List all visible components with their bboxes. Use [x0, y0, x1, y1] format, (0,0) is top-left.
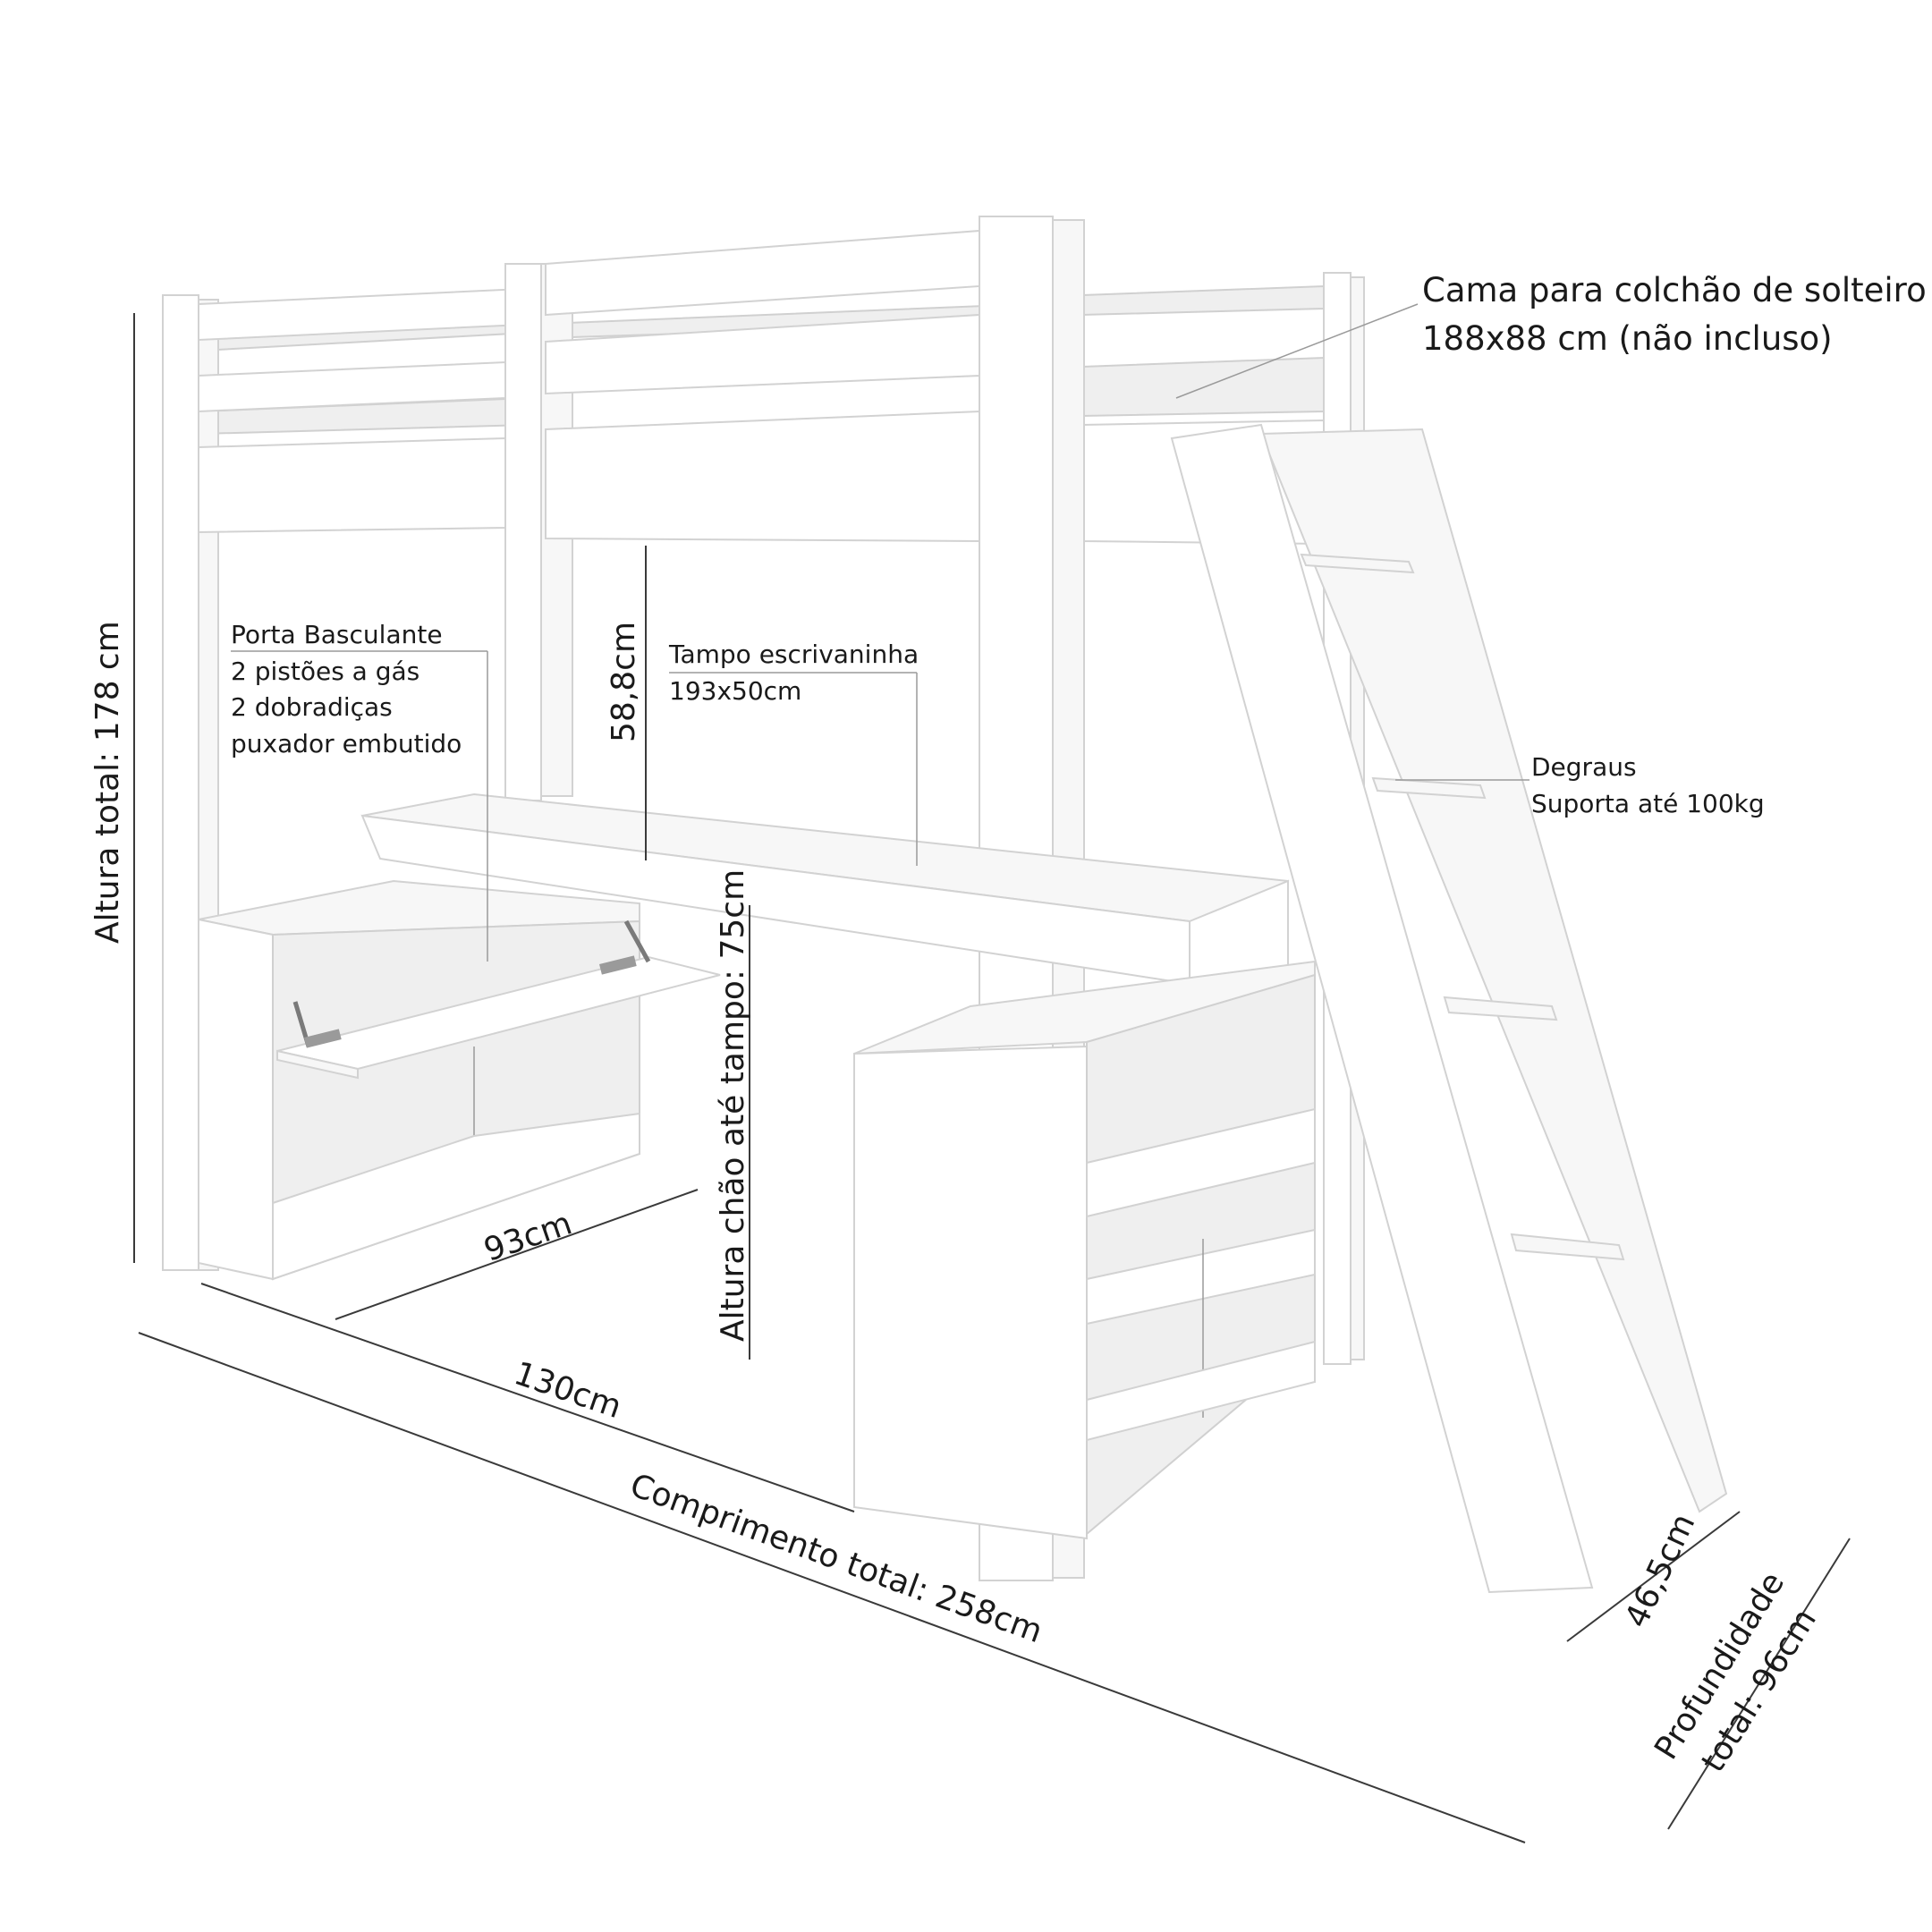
ladder-step [1510, 1233, 1625, 1261]
desk-length-dim-line [200, 1283, 855, 1513]
center-top-rail [545, 229, 980, 317]
mattress-leader [1175, 303, 1419, 399]
ladder-step [1443, 996, 1558, 1021]
door-annotation-line2: 2 pistões a gás [231, 656, 420, 686]
ladder-depth-dim-line [1566, 1511, 1741, 1642]
cabinet-width-dim-line [335, 1189, 699, 1320]
open-flap-edge [276, 1049, 359, 1080]
bookshelf-shelf [1086, 1340, 1316, 1442]
left-bottom-rail [198, 436, 506, 534]
left-post [162, 294, 199, 1271]
ladder-rail-rear [1259, 428, 1728, 1513]
gas-piston [623, 919, 651, 963]
under-bed-height-label: 58,8cm [606, 621, 642, 742]
cabinet-shelf [272, 1112, 640, 1281]
door-annotation-line3: 2 dobradiças [231, 692, 393, 723]
left-cabinet-side [198, 918, 274, 1281]
bookshelf-shelf [1086, 1107, 1316, 1218]
right-cabinet-door [853, 1045, 1088, 1540]
total-length-dim-line [138, 1332, 1526, 1843]
steps-annotation: Degraus Suporta até 100kg [1531, 750, 1765, 822]
right-cabinet-top [853, 960, 1316, 1055]
mattress-annotation-line1: Cama para colchão de solteiro [1422, 271, 1927, 309]
back-slat [1081, 356, 1325, 418]
ladder-rail-front [1170, 423, 1594, 1594]
ladder-step [1371, 776, 1487, 800]
hinge [304, 1029, 342, 1048]
mattress-annotation-line2: 188x88 cm (não incluso) [1422, 318, 1833, 358]
hinge [599, 955, 637, 975]
door-annotation: Porta Basculante 2 pistões a gás 2 dobra… [231, 617, 462, 762]
desktop-annotation-line2: 193x50cm [669, 675, 802, 706]
door-annotation-line4: puxador embutido [231, 728, 462, 758]
bookshelf-shelf [1086, 1228, 1316, 1326]
mattress-annotation: Cama para colchão de solteiro 188x88 cm … [1422, 267, 1927, 362]
middle-post [504, 263, 542, 801]
back-slat [1081, 284, 1325, 317]
center-bottom-rail [545, 410, 980, 543]
total-height-label: Altura total: 178 cm [89, 621, 126, 944]
floor-to-top-label: Altura chão até tampo: 75cm [715, 869, 751, 1342]
steps-annotation-line2: Suporta até 100kg [1531, 788, 1765, 818]
desktop-annotation: Tampo escrivaninha 193x50cm [669, 637, 919, 709]
steps-annotation-line1: Degraus [1531, 752, 1637, 782]
desktop-annotation-line1: Tampo escrivaninha [669, 640, 919, 669]
total-depth-dim-line [1667, 1538, 1851, 1830]
ladder-step [1300, 553, 1415, 574]
door-annotation-line1: Porta Basculante [231, 620, 443, 649]
